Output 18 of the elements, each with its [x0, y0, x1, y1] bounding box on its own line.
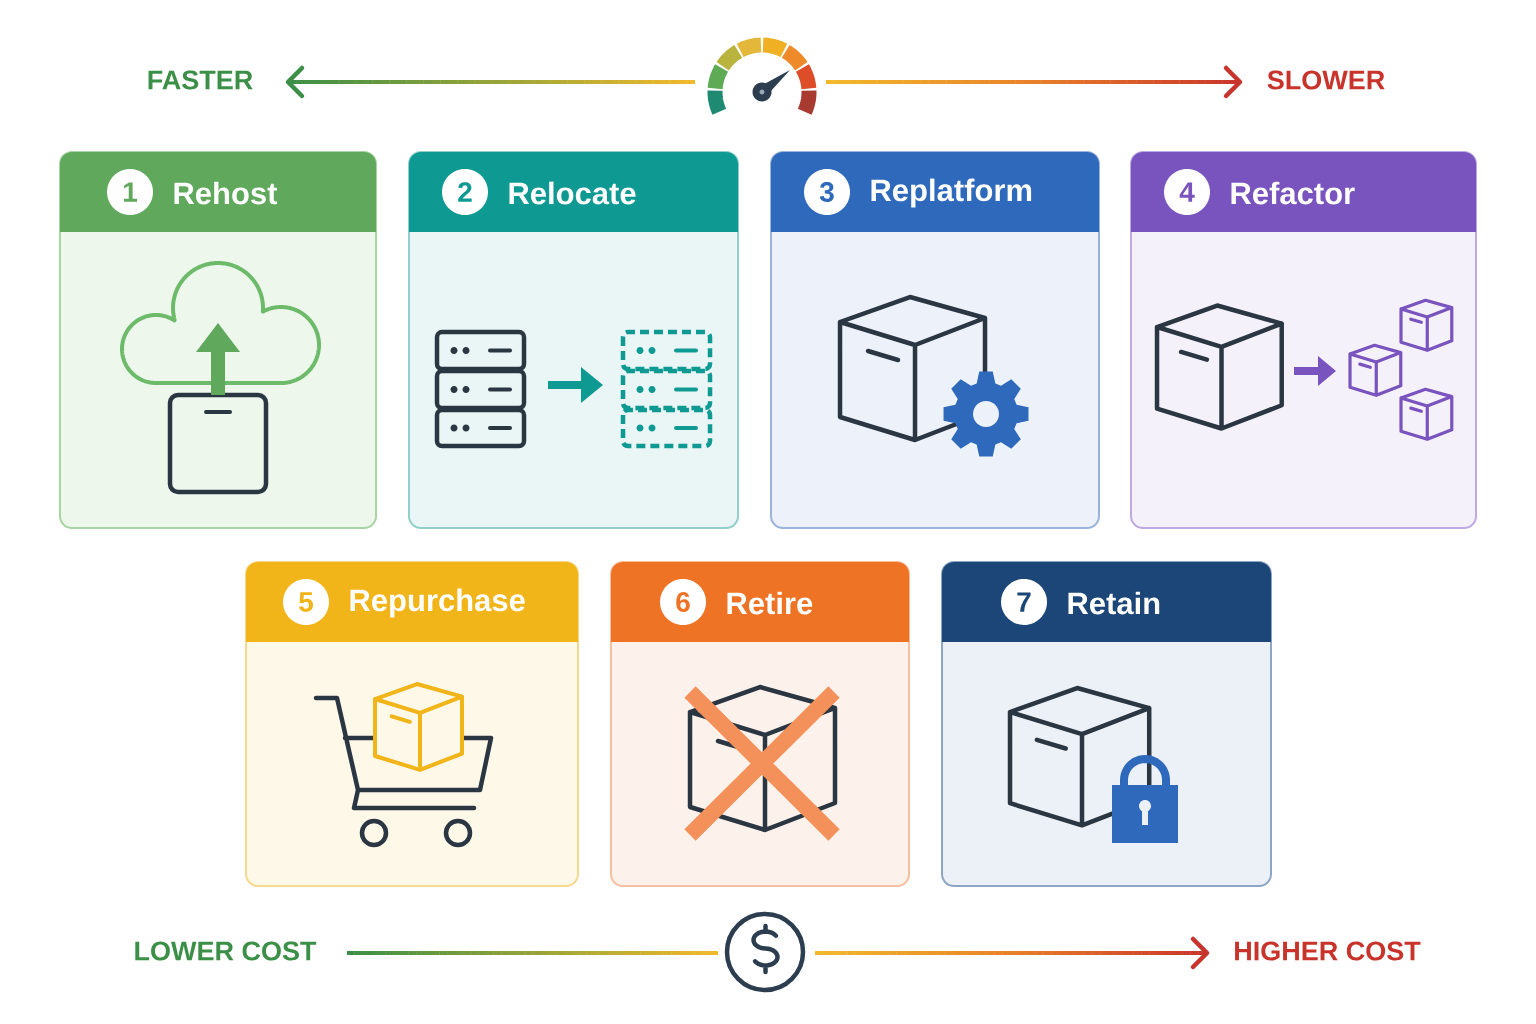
step-number: 5 [283, 579, 329, 625]
step-number: 6 [660, 579, 706, 625]
step-number: 3 [804, 169, 850, 215]
step-number: 2 [442, 169, 488, 215]
card-title: Refactor [1231, 181, 1355, 205]
scale-label: SLOWER [1267, 70, 1385, 90]
card-title: Retire [727, 591, 813, 615]
card-title: Relocate [509, 181, 636, 205]
scale-label: FASTER [148, 70, 253, 90]
step-number: 1 [107, 169, 153, 215]
scale-label: LOWER COST [135, 941, 317, 961]
scale-label: HIGHER COST [1235, 941, 1421, 961]
card-title: Rehost [174, 181, 278, 205]
step-number: 4 [1164, 169, 1210, 215]
card-title: Retain [1068, 591, 1160, 615]
card-title: Replatform [871, 178, 1032, 208]
step-number: 7 [1001, 579, 1047, 625]
card-title: Repurchase [350, 588, 525, 618]
